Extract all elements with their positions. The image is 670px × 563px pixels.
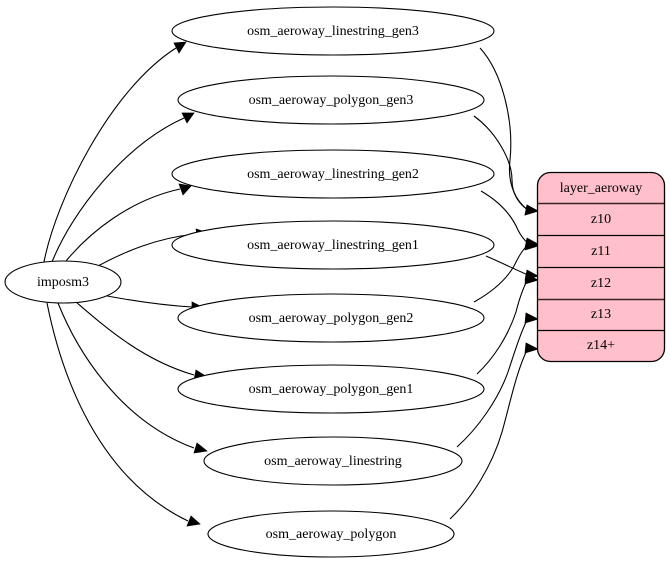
node-osm-aeroway-linestring-gen3-shape [171, 6, 495, 56]
node-osm-aeroway-polygon-shape [207, 510, 455, 558]
node-layer-aeroway-table[interactable]: layer_aeroway z10 z11 z12 z13 z14+ [536, 171, 666, 363]
node-osm-aeroway-polygon[interactable]: osm_aeroway_polygon [207, 510, 455, 558]
node-osm-aeroway-polygon-gen3-label: osm_aeroway_polygon_gen3 [249, 93, 414, 108]
layer-aeroway-row-z10: z10 [591, 212, 611, 227]
node-osm-aeroway-linestring-gen2-label: osm_aeroway_linestring_gen2 [247, 167, 419, 182]
layer-aeroway-header-label: layer_aeroway [560, 181, 642, 196]
node-osm-aeroway-polygon-gen1-shape [177, 364, 485, 414]
node-osm-aeroway-linestring-gen1[interactable]: osm_aeroway_linestring_gen1 [171, 220, 495, 270]
node-osm-aeroway-linestring-gen1-label: osm_aeroway_linestring_gen1 [247, 238, 419, 253]
node-osm-aeroway-polygon-gen1[interactable]: osm_aeroway_polygon_gen1 [177, 364, 485, 414]
layer-aeroway-row-z12: z12 [591, 276, 611, 291]
node-osm-aeroway-linestring-gen3[interactable]: osm_aeroway_linestring_gen3 [171, 6, 495, 56]
node-osm-aeroway-linestring-gen2-shape [171, 149, 495, 199]
node-osm-aeroway-linestring-gen1-shape [171, 220, 495, 270]
node-osm-aeroway-linestring-gen2[interactable]: osm_aeroway_linestring_gen2 [171, 149, 495, 199]
edge-polygon-gen1-to-z12 [476, 273, 539, 375]
node-imposm3[interactable]: imposm3 [4, 260, 122, 304]
node-imposm3-label: imposm3 [37, 275, 89, 290]
edge-polygon-gen2-to-z11 [473, 239, 539, 303]
edge-imposm3-to-polygon-gen3 [51, 112, 195, 263]
node-osm-aeroway-linestring[interactable]: osm_aeroway_linestring [203, 436, 463, 486]
edge-group-nodes-to-table [449, 47, 539, 520]
edge-polygon-gen3-to-z10 [473, 115, 539, 216]
edge-imposm3-to-linestring-gen2 [65, 183, 192, 262]
edge-imposm3-to-linestring-gen3 [43, 41, 187, 263]
node-osm-aeroway-linestring-gen3-label: osm_aeroway_linestring_gen3 [247, 24, 419, 39]
layer-aeroway-row-z11: z11 [591, 244, 611, 259]
node-osm-aeroway-polygon-gen2-label: osm_aeroway_polygon_gen2 [249, 311, 414, 326]
node-imposm3-shape [4, 260, 122, 304]
layer-aeroway-row-z13: z13 [591, 307, 611, 322]
node-osm-aeroway-polygon-gen3-shape [177, 75, 485, 125]
node-osm-aeroway-polygon-label: osm_aeroway_polygon [266, 527, 397, 542]
edge-linestring-gen3-to-z10 [479, 47, 539, 216]
node-osm-aeroway-linestring-label: osm_aeroway_linestring [264, 454, 402, 469]
edge-imposm3-to-polygon [46, 302, 201, 527]
node-osm-aeroway-polygon-gen1-label: osm_aeroway_polygon_gen1 [249, 382, 414, 397]
node-osm-aeroway-linestring-shape [203, 436, 463, 486]
node-osm-aeroway-polygon-gen2-shape [177, 293, 485, 343]
edge-linestring-to-z13 [456, 312, 539, 448]
node-osm-aeroway-polygon-gen2[interactable]: osm_aeroway_polygon_gen2 [177, 293, 485, 343]
edge-polygon-to-z14 [449, 342, 539, 520]
node-osm-aeroway-polygon-gen3[interactable]: osm_aeroway_polygon_gen3 [177, 75, 485, 125]
edge-imposm3-to-linestring [57, 302, 208, 454]
layer-aeroway-row-z14-plus: z14+ [587, 338, 615, 353]
